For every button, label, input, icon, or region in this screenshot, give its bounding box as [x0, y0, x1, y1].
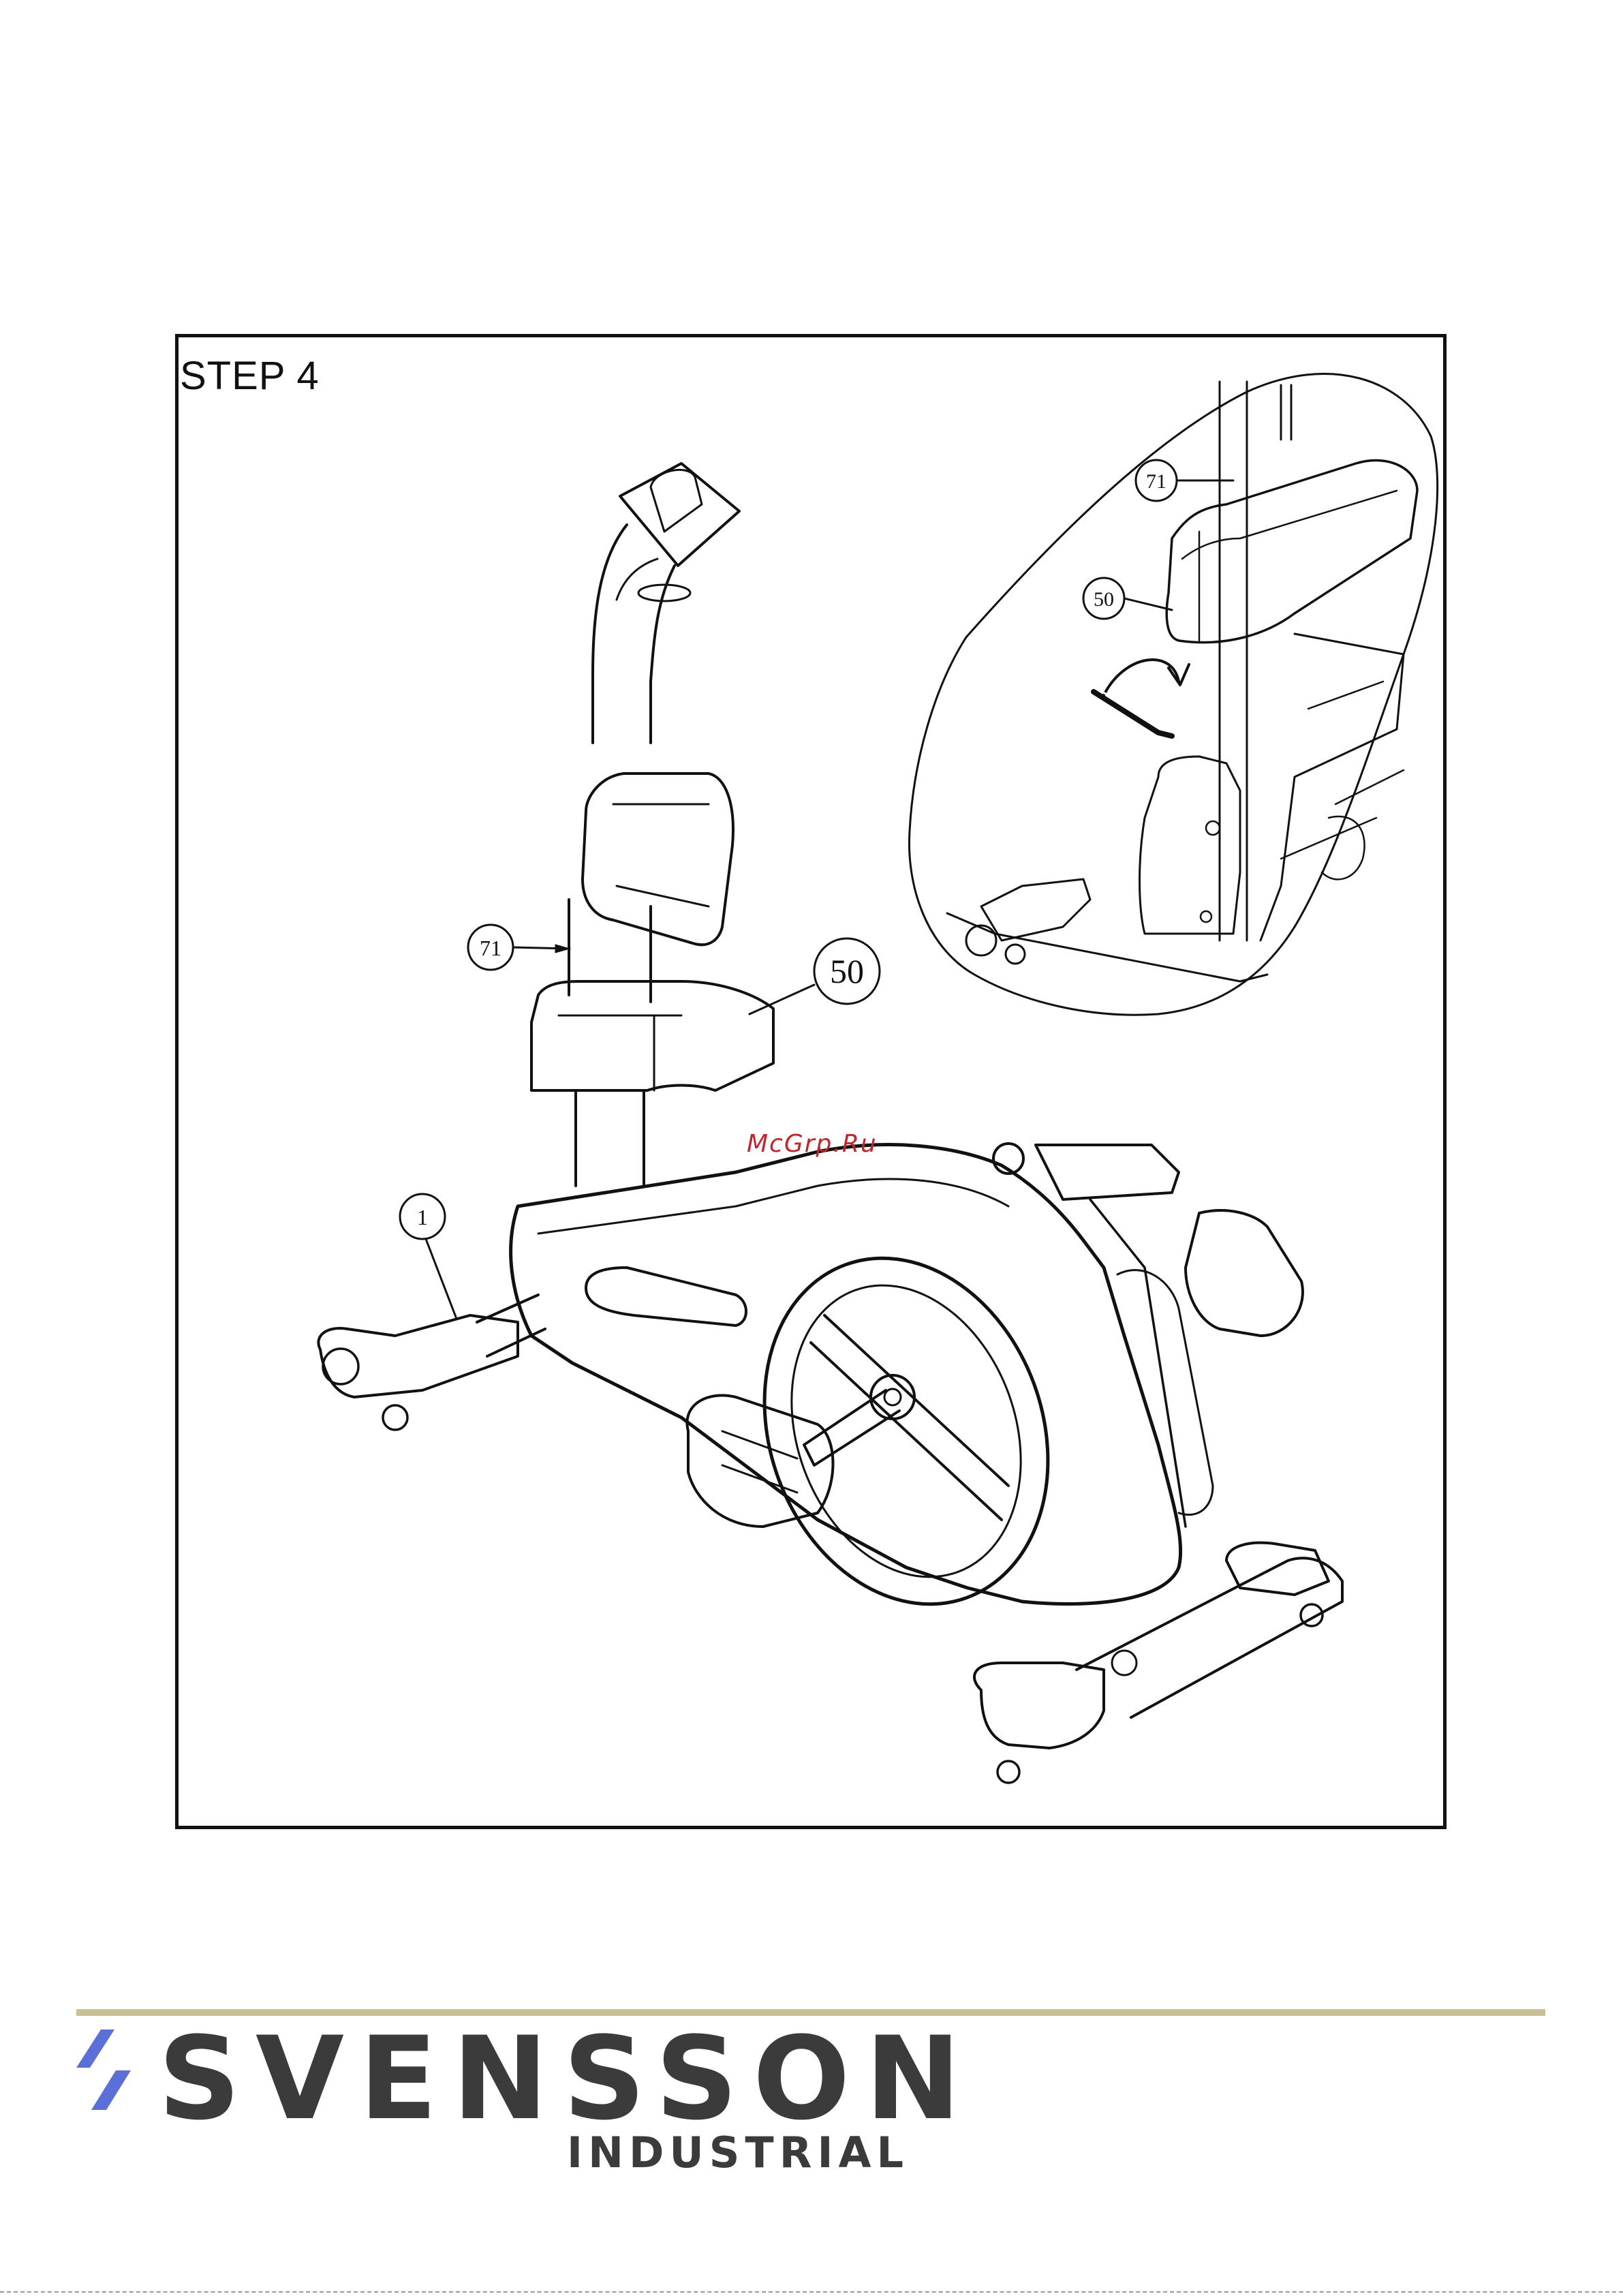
page-edge-divider — [0, 2291, 1623, 2293]
detail-callout-50: 50 — [1094, 588, 1114, 611]
main-callouts — [400, 925, 880, 1319]
detail-callout-71: 71 — [1146, 470, 1166, 493]
callout-50: 50 — [830, 952, 864, 990]
watermark-text: McGrp.Ru — [747, 1130, 878, 1158]
brand-subtitle: INDUSTRIAL — [567, 2132, 909, 2174]
detail-inset — [909, 374, 1437, 1015]
bike-main-drawing — [318, 463, 1342, 1783]
callout-71: 71 — [480, 936, 501, 960]
clockwise-arrow-icon — [1094, 660, 1189, 736]
callout-1: 1 — [417, 1205, 428, 1229]
svensson-slash-logo-icon — [75, 2030, 143, 2111]
brand-name: SVENSSON — [158, 2021, 976, 2136]
